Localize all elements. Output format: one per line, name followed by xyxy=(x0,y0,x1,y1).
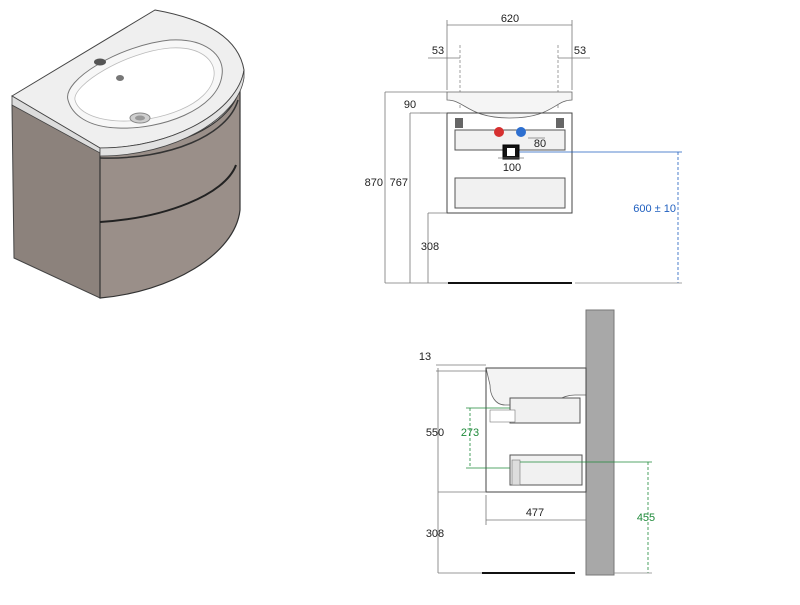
front-left-offset-dimension: 53 xyxy=(432,45,444,57)
mount-height-dimension: 600 ± 10 xyxy=(633,203,676,215)
side-drawer-gap-dimension: 273 xyxy=(461,427,479,439)
drawer-gap-line xyxy=(99,164,237,223)
side-rail-height-dimension: 455 xyxy=(637,512,655,524)
front-top-thickness-dimension: 90 xyxy=(404,99,416,111)
vanity-unit-3d-view xyxy=(11,9,245,299)
front-right-offset-dimension: 53 xyxy=(574,45,586,57)
hot-water-valve-icon xyxy=(494,127,504,137)
front-elevation-view: 620 53 53 80 100 870 767 xyxy=(365,13,682,284)
front-cabinet-height-dimension: 767 xyxy=(390,177,408,189)
front-width-dimension: 620 xyxy=(501,13,519,25)
side-floor-clearance-dimension: 308 xyxy=(426,528,444,540)
cold-water-valve-icon xyxy=(516,127,526,137)
drain-width-dimension: 100 xyxy=(503,162,521,174)
side-elevation-view: 13 550 273 308 477 455 xyxy=(419,309,655,576)
overflow-hole xyxy=(116,75,124,81)
side-depth-dimension: 477 xyxy=(526,507,544,519)
siphon-tap-distance-dimension: 80 xyxy=(534,138,546,150)
side-cabinet-height-dimension: 550 xyxy=(426,427,444,439)
front-basin-outline xyxy=(446,91,573,119)
tap-hole xyxy=(94,58,106,66)
side-top-thickness-dimension: 13 xyxy=(419,351,431,363)
front-total-height-dimension: 870 xyxy=(365,177,383,189)
front-floor-clearance-dimension: 308 xyxy=(421,241,439,253)
wall xyxy=(585,309,615,576)
front-cabinet-outline xyxy=(446,112,573,214)
side-cabinet-outline xyxy=(485,367,587,493)
